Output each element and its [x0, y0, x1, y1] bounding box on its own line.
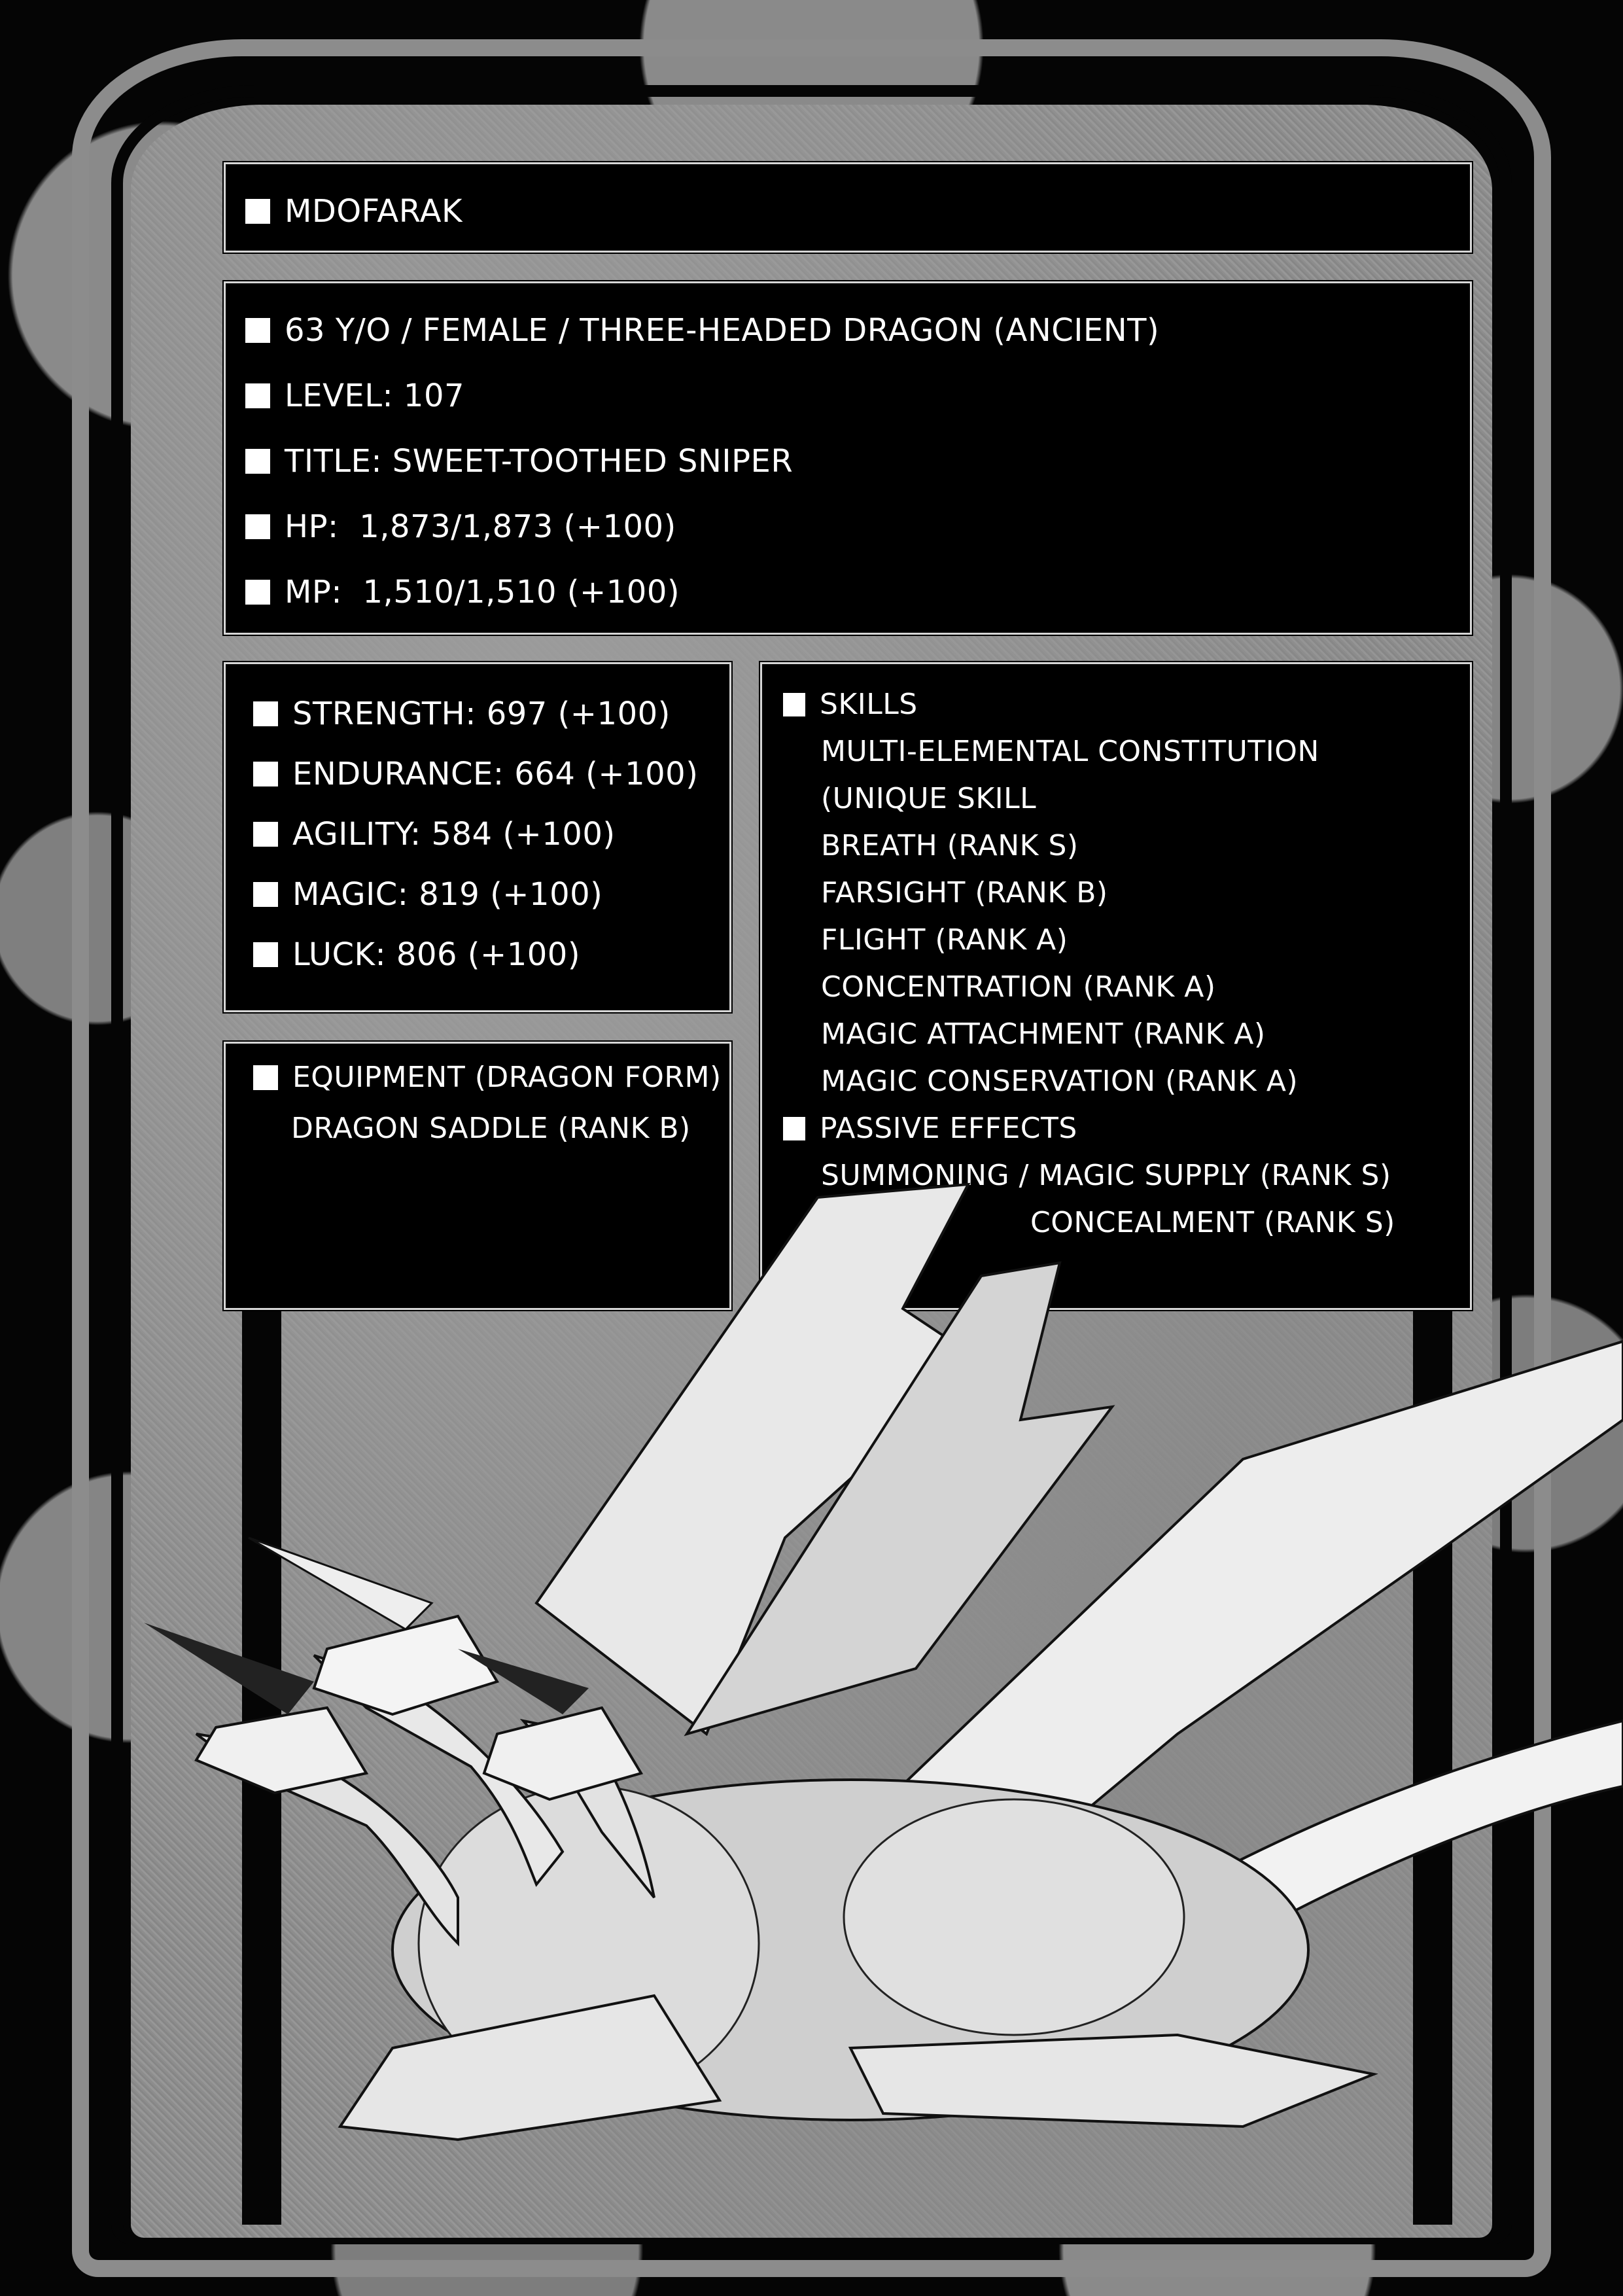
- skills-panel: SKILLS MULTI-ELEMENTAL CONSTITUTION (UNI…: [760, 662, 1472, 1310]
- stats-panel: STRENGTH: 697 (+100) ENDURANCE: 664 (+10…: [224, 662, 731, 1012]
- level-line: LEVEL: 107: [285, 378, 465, 414]
- mp-line: MP: 1,510/1,510 (+100): [285, 574, 680, 610]
- bullet-square-icon: [253, 822, 278, 847]
- bullet-square-icon: [253, 762, 278, 786]
- frame-band: [72, 39, 1551, 2277]
- head-left-icon: [194, 1706, 369, 1795]
- bullet-square-icon: [253, 1065, 278, 1090]
- name-panel: MDOFARAK: [224, 162, 1472, 253]
- equipment-heading: EQUIPMENT (DRAGON FORM): [292, 1061, 722, 1094]
- horn-left-icon: [144, 1623, 314, 1714]
- bullet-square-icon: [253, 701, 278, 726]
- skill-item: BREATH (RANK S): [821, 829, 1079, 862]
- stat-agility: AGILITY: 584 (+100): [292, 816, 616, 853]
- skill-item: CONCENTRATION (RANK A): [821, 970, 1216, 1004]
- bullet-square-icon: [245, 383, 270, 408]
- head-top-icon: [312, 1614, 500, 1716]
- passive-effect-item: CONCEALMENT (RANK S): [1030, 1206, 1395, 1239]
- stat-strength: STRENGTH: 697 (+100): [292, 696, 671, 732]
- equipment-item: DRAGON SADDLE (RANK B): [291, 1112, 691, 1145]
- bullet-square-icon: [245, 449, 270, 474]
- bullet-square-icon: [253, 942, 278, 967]
- bullet-square-icon: [245, 199, 270, 224]
- passive-effects-heading: PASSIVE EFFECTS: [820, 1112, 1077, 1145]
- skill-item: FLIGHT (RANK A): [821, 923, 1068, 957]
- profile-panel: 63 Y/O / FEMALE / THREE-HEADED DRAGON (A…: [224, 281, 1472, 635]
- head-right-icon: [482, 1706, 644, 1801]
- skills-heading: SKILLS: [820, 688, 918, 721]
- bullet-square-icon: [245, 580, 270, 605]
- hp-line: HP: 1,873/1,873 (+100): [285, 508, 676, 545]
- skill-item: MAGIC ATTACHMENT (RANK A): [821, 1017, 1266, 1051]
- stat-endurance: ENDURANCE: 664 (+100): [292, 756, 699, 792]
- title-line: TITLE: SWEET-TOOTHED SNIPER: [285, 443, 794, 480]
- stat-luck: LUCK: 806 (+100): [292, 936, 581, 973]
- three-headed-dragon-illustration: [144, 1182, 1623, 2142]
- bullet-square-icon: [783, 1117, 805, 1140]
- equipment-panel: EQUIPMENT (DRAGON FORM) DRAGON SADDLE (R…: [224, 1042, 731, 1310]
- character-name: MDOFARAK: [285, 193, 462, 230]
- horn-top-icon: [248, 1536, 434, 1631]
- skill-item: MAGIC CONSERVATION (RANK A): [821, 1065, 1299, 1098]
- horn-right-icon: [458, 1649, 589, 1714]
- identity-line: 63 Y/O / FEMALE / THREE-HEADED DRAGON (A…: [285, 312, 1160, 349]
- bullet-square-icon: [245, 318, 270, 343]
- bullet-square-icon: [245, 514, 270, 539]
- bullet-square-icon: [253, 882, 278, 907]
- center-wing-icon: [684, 1261, 1115, 1737]
- bullet-square-icon: [783, 693, 805, 716]
- passive-effect-item: SUMMONING / MAGIC SUPPLY (RANK S): [821, 1159, 1391, 1192]
- skill-item: MULTI-ELEMENTAL CONSTITUTION: [821, 735, 1319, 768]
- skill-item: (UNIQUE SKILL: [821, 782, 1037, 815]
- skill-item: FARSIGHT (RANK B): [821, 876, 1108, 910]
- stat-magic: MAGIC: 819 (+100): [292, 876, 603, 913]
